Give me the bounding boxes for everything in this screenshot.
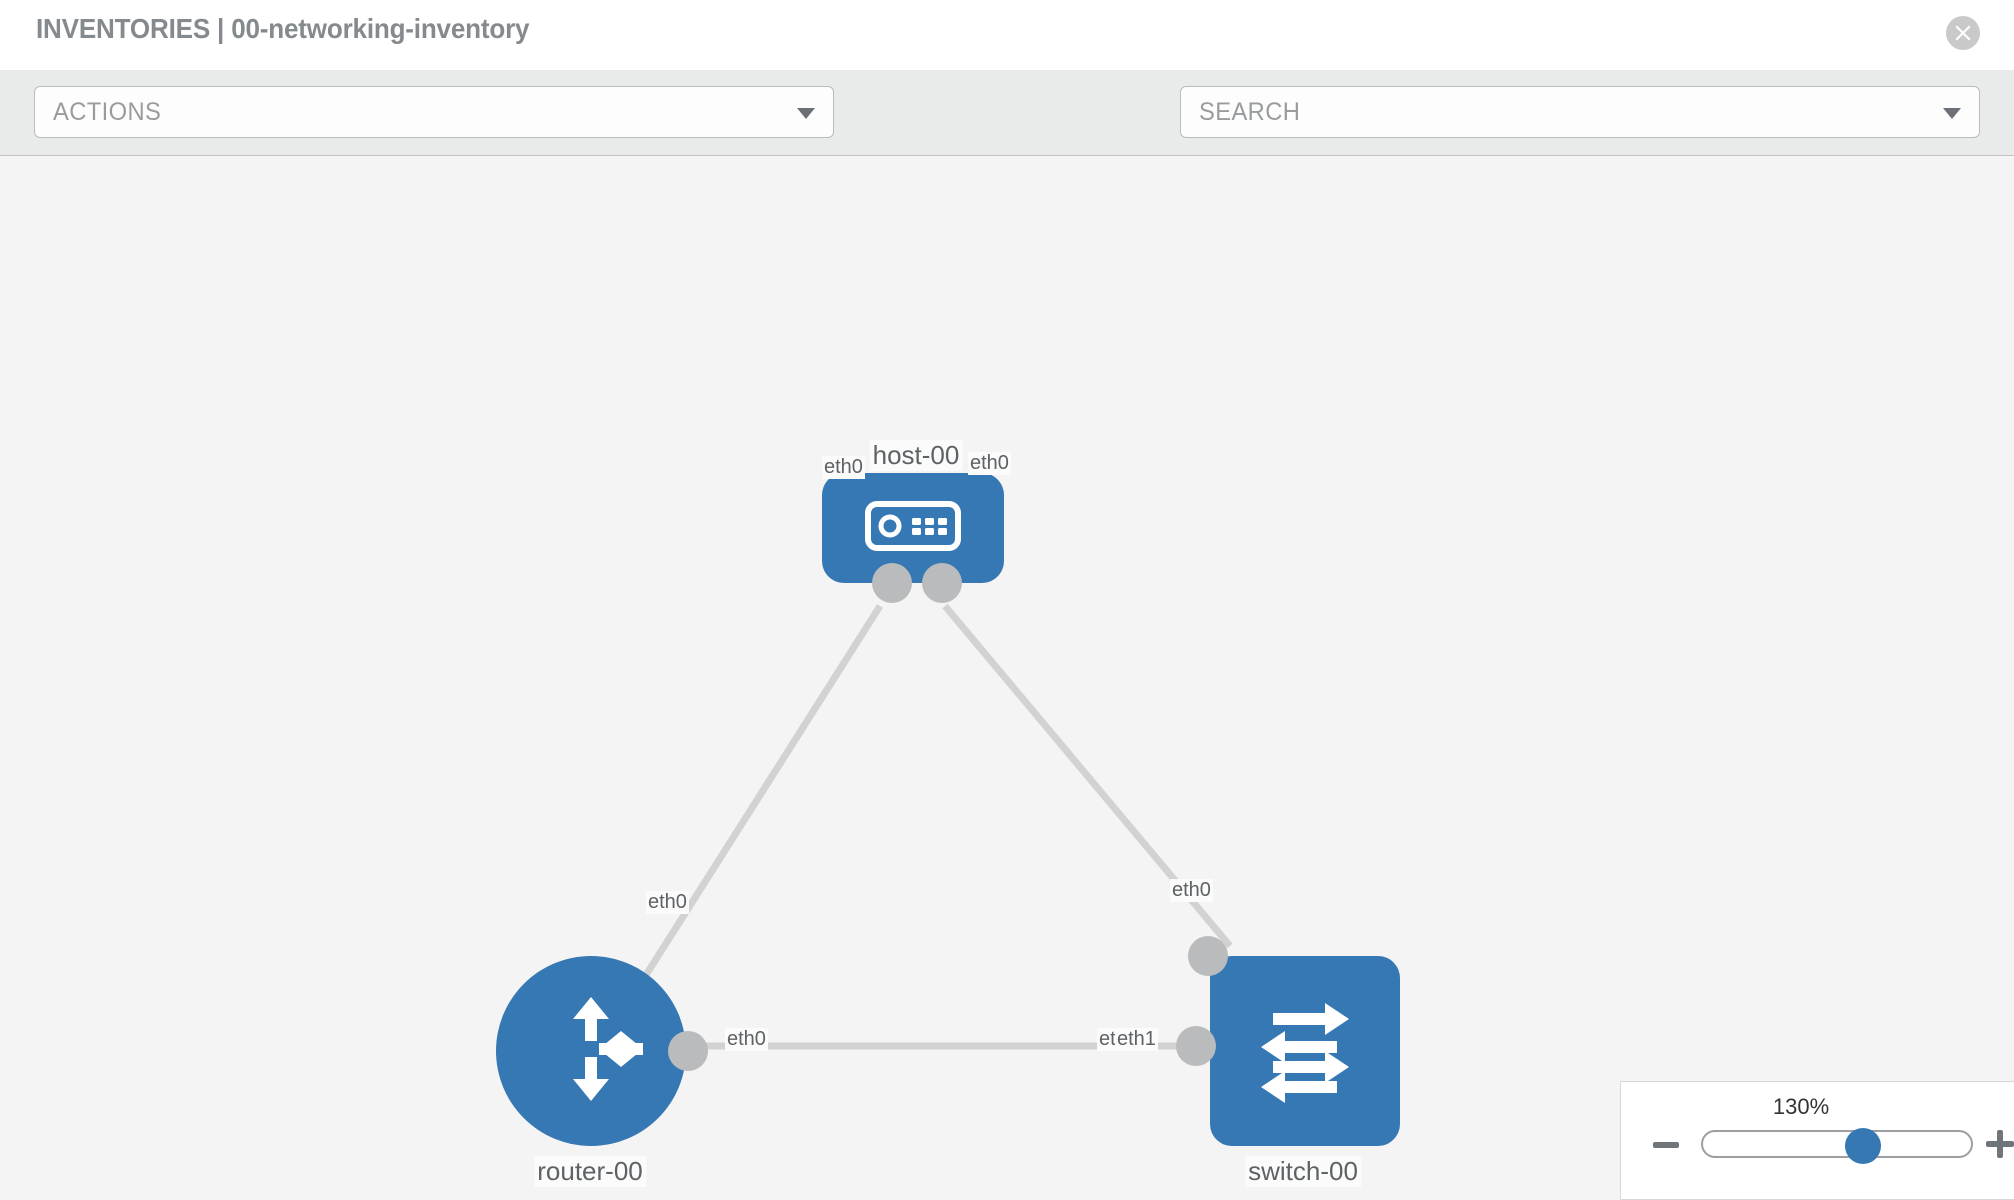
edge-label-router-eth0-right: eth0 bbox=[725, 1028, 768, 1051]
zoom-slider-track[interactable] bbox=[1701, 1128, 1973, 1164]
port-switch-eth1[interactable] bbox=[1176, 1026, 1216, 1066]
edge-label-host-eth0-right: eth0 bbox=[968, 452, 1011, 475]
edge-label-router-eth0-up: eth0 bbox=[646, 891, 689, 914]
port-host-eth0-right[interactable] bbox=[922, 563, 962, 603]
chevron-down-icon[interactable] bbox=[797, 108, 815, 119]
link-router-host bbox=[617, 604, 883, 1018]
node-switch-00[interactable] bbox=[1176, 936, 1400, 1146]
port-router-eth0[interactable] bbox=[668, 1031, 708, 1071]
edge-label-host-eth0-left: eth0 bbox=[822, 456, 865, 479]
zoom-out-button[interactable] bbox=[1653, 1142, 1679, 1148]
port-host-eth0-left[interactable] bbox=[872, 563, 912, 603]
node-router-00[interactable] bbox=[496, 956, 708, 1146]
edge-label-switch-eth1-left: eth1 bbox=[1115, 1028, 1158, 1051]
actions-label: ACTIONS bbox=[53, 98, 162, 126]
node-label-switch-00: switch-00 bbox=[1245, 1156, 1361, 1187]
zoom-control-panel: 130% bbox=[1620, 1081, 2014, 1200]
node-host-00[interactable] bbox=[822, 473, 1004, 603]
toolbar: ACTIONS SEARCH bbox=[0, 70, 2014, 199]
search-input[interactable]: SEARCH bbox=[1180, 86, 1980, 138]
zoom-level-label: 130% bbox=[1772, 1094, 1830, 1119]
node-label-router-00: router-00 bbox=[534, 1156, 646, 1187]
page-header: INVENTORIES | 00-networking-inventory bbox=[0, 0, 2014, 70]
chevron-down-icon[interactable] bbox=[1943, 108, 1961, 119]
router-node-shape[interactable] bbox=[496, 956, 686, 1146]
topology-graph: host-00 --> switch-00 --> switch-00 --> bbox=[0, 156, 2014, 1200]
zoom-slider-thumb[interactable] bbox=[1845, 1128, 1881, 1164]
edge-label-switch-eth0-up: eth0 bbox=[1170, 879, 1213, 902]
server-icon bbox=[865, 500, 961, 556]
switch-arrows-icon bbox=[1245, 989, 1365, 1114]
close-icon[interactable] bbox=[1946, 16, 1980, 50]
topology-canvas[interactable]: host-00 --> switch-00 --> switch-00 --> bbox=[0, 156, 2014, 1200]
page-title: INVENTORIES | 00-networking-inventory bbox=[36, 13, 530, 44]
switch-node-shape[interactable] bbox=[1210, 956, 1400, 1146]
router-arrows-icon bbox=[531, 989, 651, 1114]
node-label-host-00: host-00 bbox=[869, 440, 963, 471]
topology-links: host-00 --> switch-00 --> switch-00 --> bbox=[617, 603, 1233, 1050]
actions-dropdown[interactable]: ACTIONS bbox=[34, 86, 834, 138]
zoom-in-button[interactable] bbox=[1986, 1130, 2014, 1158]
host-node-shape[interactable] bbox=[822, 473, 1004, 583]
search-placeholder: SEARCH bbox=[1199, 98, 1301, 126]
port-switch-eth0[interactable] bbox=[1188, 936, 1228, 976]
